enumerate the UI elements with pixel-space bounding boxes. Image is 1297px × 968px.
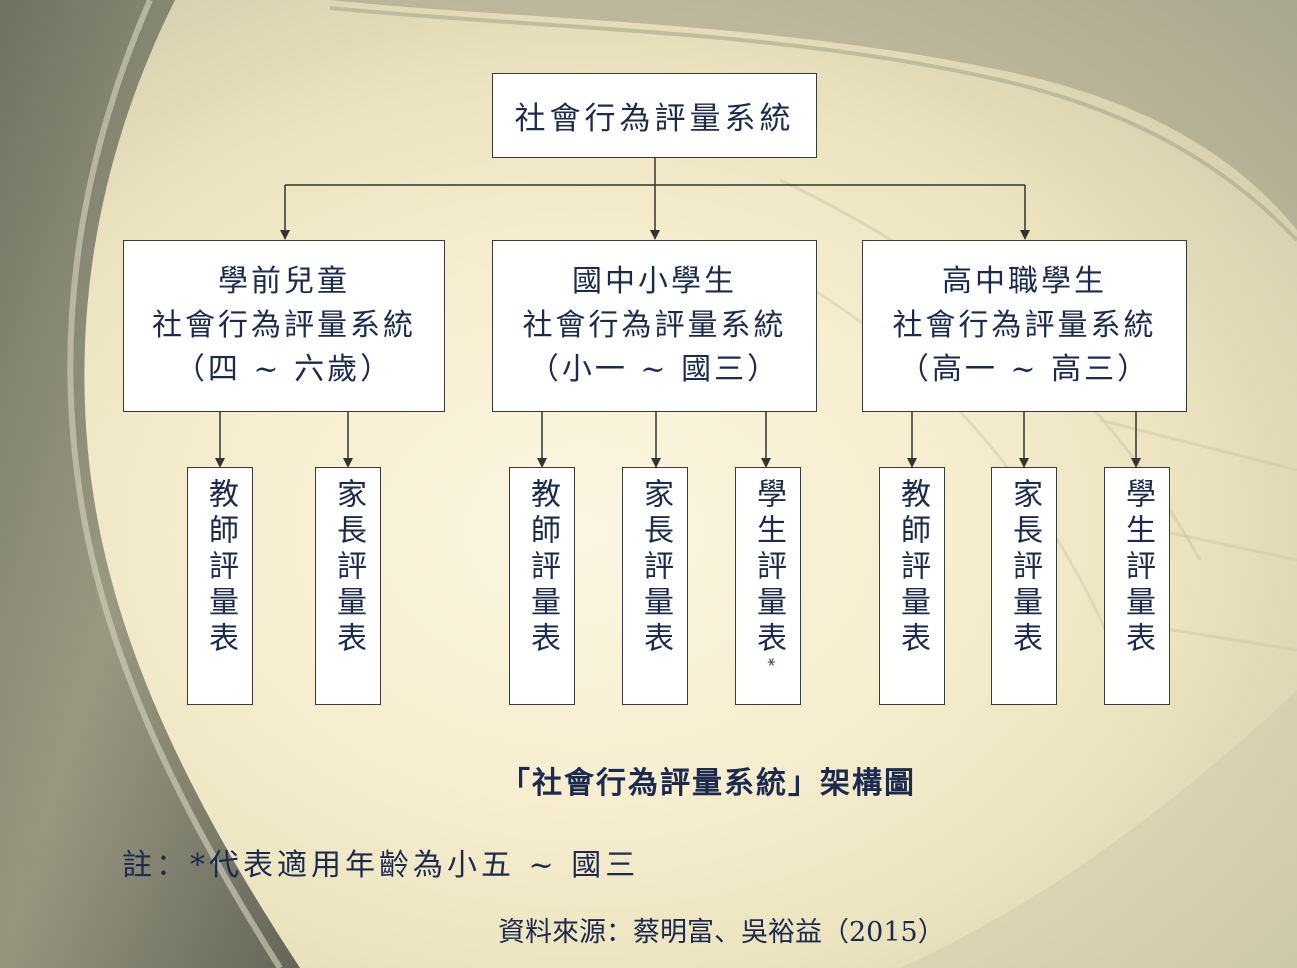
root-node-label: 社會行為評量系統 xyxy=(514,101,795,137)
leaf-node-parent-form: 家長評量表 xyxy=(991,467,1057,705)
leaf-node-student-form: 學生評量表* xyxy=(735,467,801,705)
branch-node-line: （四 ~ 六歲） xyxy=(174,352,394,387)
leaf-node-label: 家長評量表 xyxy=(1007,478,1042,658)
branch-node-line: （高一 ~ 高三） xyxy=(898,352,1151,387)
root-node: 社會行為評量系統 xyxy=(492,73,817,158)
leaf-node-label: 教師評量表 xyxy=(203,478,238,658)
leaf-node-parent-form: 家長評量表 xyxy=(622,467,688,705)
leaf-node-student-form: 學生評量表 xyxy=(1104,467,1170,705)
leaf-node-label: 教師評量表 xyxy=(895,478,930,658)
leaf-node-teacher-form: 教師評量表 xyxy=(879,467,945,705)
leaf-node-teacher-form: 教師評量表 xyxy=(187,467,253,705)
branch-node-line: 高中職學生 xyxy=(942,264,1107,299)
leaf-node-label: 學生評量表 xyxy=(1120,478,1155,658)
leaf-node-label: 學生評量表 xyxy=(751,478,786,658)
branch-node-line: 社會行為評量系統 xyxy=(892,308,1157,343)
leaf-node-teacher-form: 教師評量表 xyxy=(509,467,575,705)
footnote: 註：*代表適用年齡為小五 ~ 國三 xyxy=(122,848,640,883)
leaf-node-label: 家長評量表 xyxy=(638,478,673,658)
leaf-node-label: 家長評量表 xyxy=(331,478,366,658)
leaf-node-parent-form: 家長評量表 xyxy=(315,467,381,705)
branch-node-elementary-junior: 國中小學生 社會行為評量系統 （小一 ~ 國三） xyxy=(492,240,817,412)
branch-node-line: 社會行為評量系統 xyxy=(522,308,787,343)
branch-node-senior-vocational: 高中職學生 社會行為評量系統 （高一 ~ 高三） xyxy=(862,240,1187,412)
footnote-asterisk: * xyxy=(759,658,778,672)
branch-node-preschool: 學前兒童 社會行為評量系統 （四 ~ 六歲） xyxy=(123,240,445,412)
leaf-node-label: 教師評量表 xyxy=(525,478,560,658)
branch-node-line: 學前兒童 xyxy=(218,264,350,299)
branch-node-line: 國中小學生 xyxy=(572,264,737,299)
branch-node-line: （小一 ~ 國三） xyxy=(528,352,781,387)
diagram-caption: 「社會行為評量系統」架構圖 xyxy=(500,766,916,801)
branch-node-line: 社會行為評量系統 xyxy=(152,308,416,343)
source-citation: 資料來源：蔡明富、吳裕益（2015） xyxy=(498,917,945,948)
